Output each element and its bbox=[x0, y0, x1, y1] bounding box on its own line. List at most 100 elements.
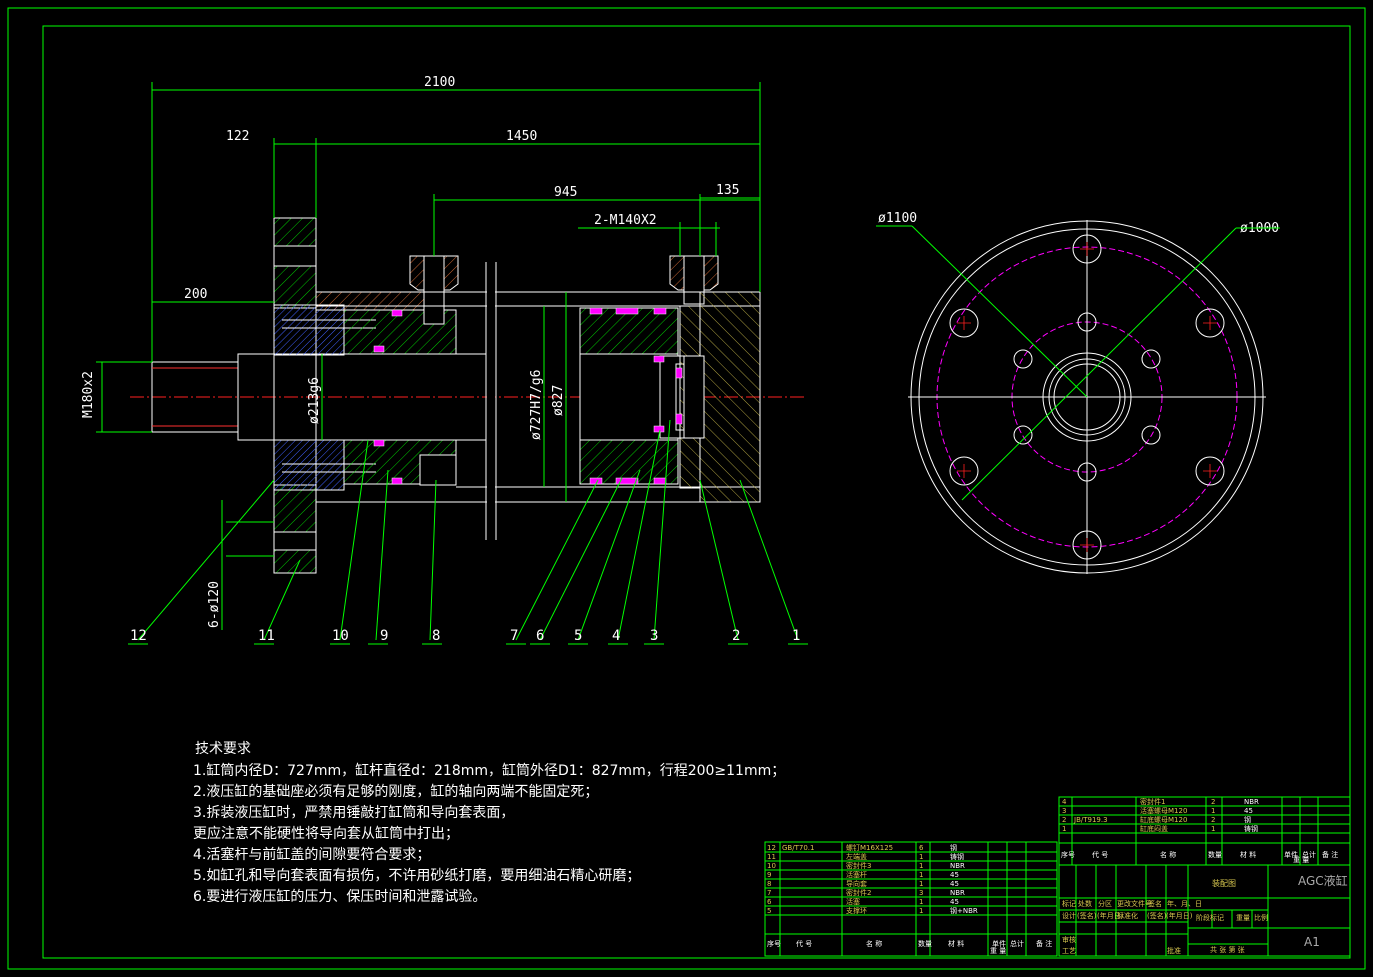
requirement-2: 2.液压缸的基础座必须有足够的刚度，缸的轴向两端不能固定死； bbox=[193, 783, 598, 800]
bom-right-header: 代 号 bbox=[1092, 850, 1108, 859]
sign-row2-d: 标准化 bbox=[1117, 911, 1138, 920]
bom-left-cell: 1 bbox=[919, 880, 923, 888]
requirement-6: 6.要进行液压缸的压力、保压时间和泄露试验。 bbox=[193, 888, 486, 905]
bom-right-cell: 1 bbox=[1062, 825, 1066, 833]
bom-right-header: 备 注 bbox=[1322, 850, 1338, 859]
bom-left-cell: 6 bbox=[919, 844, 924, 852]
bom-right-header: 总计 bbox=[1302, 850, 1316, 859]
bom-left-cell: 密封件3 bbox=[846, 861, 871, 870]
drawing-name: 装配图 bbox=[1212, 878, 1236, 888]
sign-row3-e: 批准 bbox=[1167, 946, 1181, 955]
requirement-5: 5.如缸孔和导向套表面有损伤，不许用砂纸打磨，要用细油石精心研磨； bbox=[193, 867, 640, 884]
bom-left bbox=[764, 841, 1058, 957]
sign-row2-c: (年月日) bbox=[1097, 911, 1124, 920]
bom-left-cell: 1 bbox=[919, 898, 923, 906]
balloon-4: 4 bbox=[612, 628, 620, 644]
dim-thread: M180x2 bbox=[81, 371, 96, 418]
bom-right-header: 名 称 bbox=[1160, 850, 1176, 859]
dim-outer: ø827 bbox=[551, 385, 566, 416]
scale-label: 比例 bbox=[1254, 913, 1268, 922]
bom-left-cell: 5 bbox=[767, 907, 771, 915]
balloon-2: 2 bbox=[732, 628, 740, 644]
weight-label: 重量 bbox=[1236, 914, 1250, 922]
sign-row3-d: 工艺 bbox=[1062, 947, 1076, 955]
bom-left-header: 名 称 bbox=[866, 939, 882, 948]
technical-requirements: 技术要求 1.缸筒内径D：727mm，缸杆直径d：218mm，缸筒外径D1：82… bbox=[193, 741, 785, 905]
bom-left-cell: 45 bbox=[950, 898, 959, 906]
bom-right-cell: 钢 bbox=[1244, 815, 1251, 824]
bom-right-cell: 缸底闷盖 bbox=[1140, 824, 1168, 833]
sign-row1-f: 年、月、日 bbox=[1167, 899, 1202, 908]
bom-left-cell: 支撑环 bbox=[846, 906, 867, 915]
bom-left-cell: 1 bbox=[919, 907, 923, 915]
sign-row1: 标记 bbox=[1062, 899, 1076, 908]
sign-row1-d: 更改文件号 bbox=[1117, 899, 1152, 908]
bom-right-cell: 3 bbox=[1062, 807, 1066, 815]
bom-left-cell: 12 bbox=[767, 844, 776, 852]
bom-left-header: 数量 bbox=[918, 939, 932, 948]
bom-left-weight: 重 量 bbox=[990, 947, 1006, 955]
title-block: 装配图 AGC液缸 A1 阶段标记 重量 比例 共 张 第 张 标记 处数 分区… bbox=[1062, 873, 1348, 955]
balloon-1: 1 bbox=[792, 628, 800, 644]
bom-left-header: 备 注 bbox=[1036, 939, 1052, 948]
bom-left-header: 代 号 bbox=[796, 939, 812, 948]
balloon-11: 11 bbox=[258, 628, 275, 644]
dim-flange-od: ø1100 bbox=[878, 211, 917, 226]
inner-frame bbox=[42, 25, 1351, 959]
sign-row2-e: (签名) bbox=[1147, 911, 1167, 920]
requirements-title: 技术要求 bbox=[195, 741, 251, 757]
dim-holes: 6-ø120 bbox=[207, 581, 222, 628]
bom-left-cell: 7 bbox=[767, 889, 771, 897]
bom-left-cell: NBR bbox=[950, 862, 965, 870]
sign-row2: 设计 bbox=[1062, 911, 1076, 920]
bom-right-header: 数量 bbox=[1208, 850, 1222, 859]
dim-rear: 135 bbox=[716, 183, 739, 198]
bom-left-header: 材 料 bbox=[948, 939, 964, 948]
product-name: AGC液缸 bbox=[1298, 873, 1348, 888]
bom-left-cell: 10 bbox=[767, 862, 776, 870]
bom-left-cell: 钢 bbox=[950, 843, 957, 852]
bom-right-header: 单件 bbox=[1284, 850, 1298, 859]
balloon-10: 10 bbox=[332, 628, 349, 644]
bom-right-header: 材 料 bbox=[1240, 850, 1256, 859]
dim-body: 1450 bbox=[506, 129, 537, 144]
dim-flange: 122 bbox=[226, 129, 249, 144]
sheets-label: 共 张 第 张 bbox=[1210, 945, 1245, 954]
dim-rod-ext: 200 bbox=[184, 287, 207, 302]
sign-row2-f: (年月日) bbox=[1166, 911, 1193, 920]
balloon-6: 6 bbox=[536, 628, 544, 644]
bom-left-cell: 6 bbox=[767, 898, 772, 906]
dimension-lines bbox=[96, 82, 808, 645]
section-view bbox=[130, 217, 805, 574]
dimension-texts: 2100 122 1450 945 135 2-M140X2 200 M180x… bbox=[81, 75, 1279, 628]
bom-right-cell: 活塞螺母M120 bbox=[1140, 806, 1187, 815]
requirement-3: 3.拆装液压缸时，严禁用锤敲打缸筒和导向套表面， bbox=[193, 804, 514, 821]
end-view bbox=[876, 220, 1280, 574]
bom-left-cell: 密封件2 bbox=[846, 888, 871, 897]
bom-left-cell: 1 bbox=[919, 862, 923, 870]
bom-left-cell: 45 bbox=[950, 880, 959, 888]
bom-left-cell: 铸钢 bbox=[950, 852, 964, 861]
bom-left-header: 序号 bbox=[767, 939, 781, 948]
bom-right-cell: 45 bbox=[1244, 807, 1253, 815]
balloon-3: 3 bbox=[650, 628, 658, 644]
bom-left-cell: 8 bbox=[767, 880, 771, 888]
bom-left-cell: 导向套 bbox=[846, 879, 867, 888]
balloon-7: 7 bbox=[510, 628, 518, 644]
bom-left-cell: 活塞 bbox=[846, 897, 860, 906]
bom-left-cell: 螺钉M16X125 bbox=[846, 843, 893, 852]
bom-right bbox=[1058, 796, 1351, 957]
bom-right-cell: 铸钢 bbox=[1244, 824, 1258, 833]
balloon-8: 8 bbox=[432, 628, 440, 644]
bom-right-cell: 密封件1 bbox=[1140, 797, 1165, 806]
sheet-size: A1 bbox=[1304, 935, 1320, 949]
requirement-1: 1.缸筒内径D：727mm，缸杆直径d：218mm，缸筒外径D1：827mm，行… bbox=[193, 762, 785, 779]
bom-right-cell: JB/T919.3 bbox=[1073, 816, 1108, 824]
sign-row1-b: 处数 bbox=[1078, 899, 1092, 908]
bom-left-cell: 1 bbox=[919, 871, 923, 879]
dim-rod-dia: ø213g6 bbox=[307, 377, 322, 424]
dim-overall: 2100 bbox=[424, 75, 455, 90]
bom-right-cell: NBR bbox=[1244, 798, 1259, 806]
